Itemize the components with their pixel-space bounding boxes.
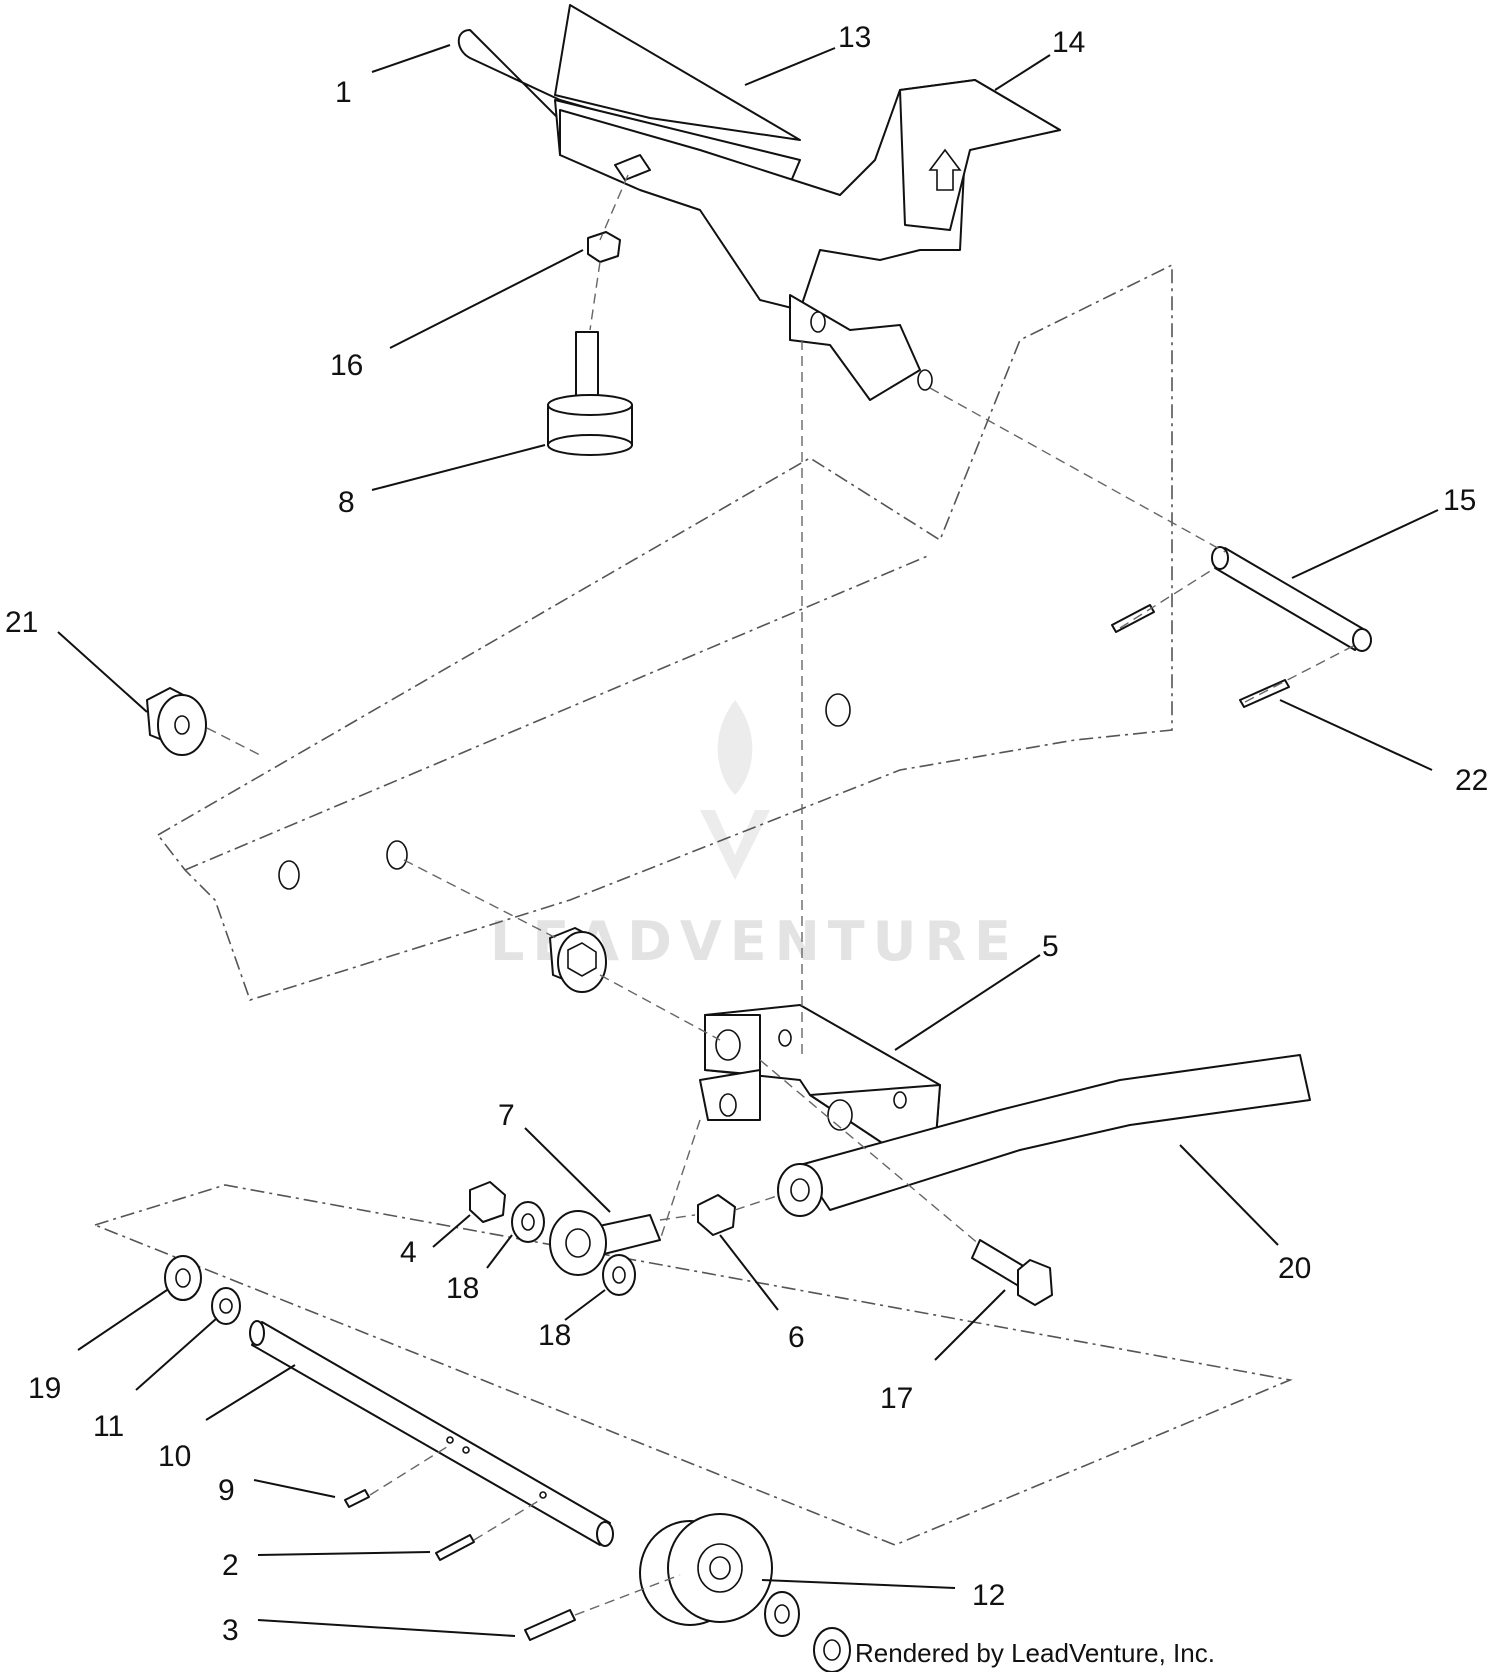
flange-nut-center — [549, 927, 607, 993]
flange-nut-21 — [146, 687, 207, 756]
lower-plane-phantom — [92, 1184, 1293, 1546]
callout-16: 16 — [330, 349, 363, 382]
bushing-19 — [164, 1255, 202, 1301]
axle-10 — [249, 1320, 614, 1547]
callout-1: 1 — [335, 76, 352, 109]
callout-7: 7 — [498, 1099, 515, 1132]
cotter-pin-22a — [1111, 604, 1155, 633]
washer-11 — [211, 1287, 241, 1325]
roller-wheel-12 — [639, 1513, 773, 1626]
leader-lines — [57, 44, 1439, 1637]
bushing-bottom — [813, 1627, 851, 1672]
callout-17: 17 — [880, 1382, 913, 1415]
callout-19: 19 — [28, 1372, 61, 1405]
frame-phantom — [156, 263, 1173, 1001]
credit-text: Rendered by LeadVenture, Inc. — [855, 1638, 1215, 1668]
decal — [554, 4, 801, 141]
callout-22: 22 — [1455, 764, 1488, 797]
nut-4 — [469, 1181, 506, 1223]
callout-21: 21 — [5, 606, 38, 639]
nut-6 — [697, 1194, 736, 1236]
callout-15: 15 — [1443, 484, 1476, 517]
callout-4: 4 — [400, 1236, 417, 1269]
callout-3: 3 — [222, 1614, 239, 1647]
callout-2: 2 — [222, 1549, 239, 1582]
cotter-pin-22b — [1239, 679, 1290, 708]
callout-18b: 18 — [538, 1319, 571, 1352]
washer-bottom — [764, 1591, 800, 1637]
callout-12: 12 — [972, 1579, 1005, 1612]
arm-tube-20 — [777, 1054, 1311, 1217]
callout-14: 14 — [1052, 26, 1085, 59]
roll-pin-3 — [524, 1609, 576, 1641]
callout-10: 10 — [158, 1440, 191, 1473]
callout-8: 8 — [338, 486, 355, 519]
callout-13: 13 — [838, 21, 871, 54]
pedal-assembly — [457, 29, 1061, 401]
callout-9: 9 — [218, 1474, 235, 1507]
callout-11: 11 — [93, 1410, 124, 1443]
alignment-lines — [206, 174, 1356, 1616]
nut-16 — [587, 231, 621, 263]
bumper-bolt — [547, 331, 633, 456]
callout-20: 20 — [1278, 1252, 1311, 1285]
callout-5: 5 — [1042, 930, 1059, 963]
washer-18a — [511, 1201, 545, 1243]
bolt-17 — [971, 1239, 1053, 1306]
cotter-pin-2 — [435, 1534, 475, 1561]
eye-bushing-7 — [549, 1210, 661, 1276]
roll-pin-9 — [344, 1489, 370, 1508]
callout-6: 6 — [788, 1321, 805, 1354]
callout-18a: 18 — [446, 1272, 479, 1305]
callout-labels: 1 13 14 16 8 15 21 22 5 7 4 18 18 6 17 2… — [5, 21, 1488, 1647]
washer-18b — [602, 1254, 636, 1296]
pin-15 — [1211, 546, 1372, 652]
